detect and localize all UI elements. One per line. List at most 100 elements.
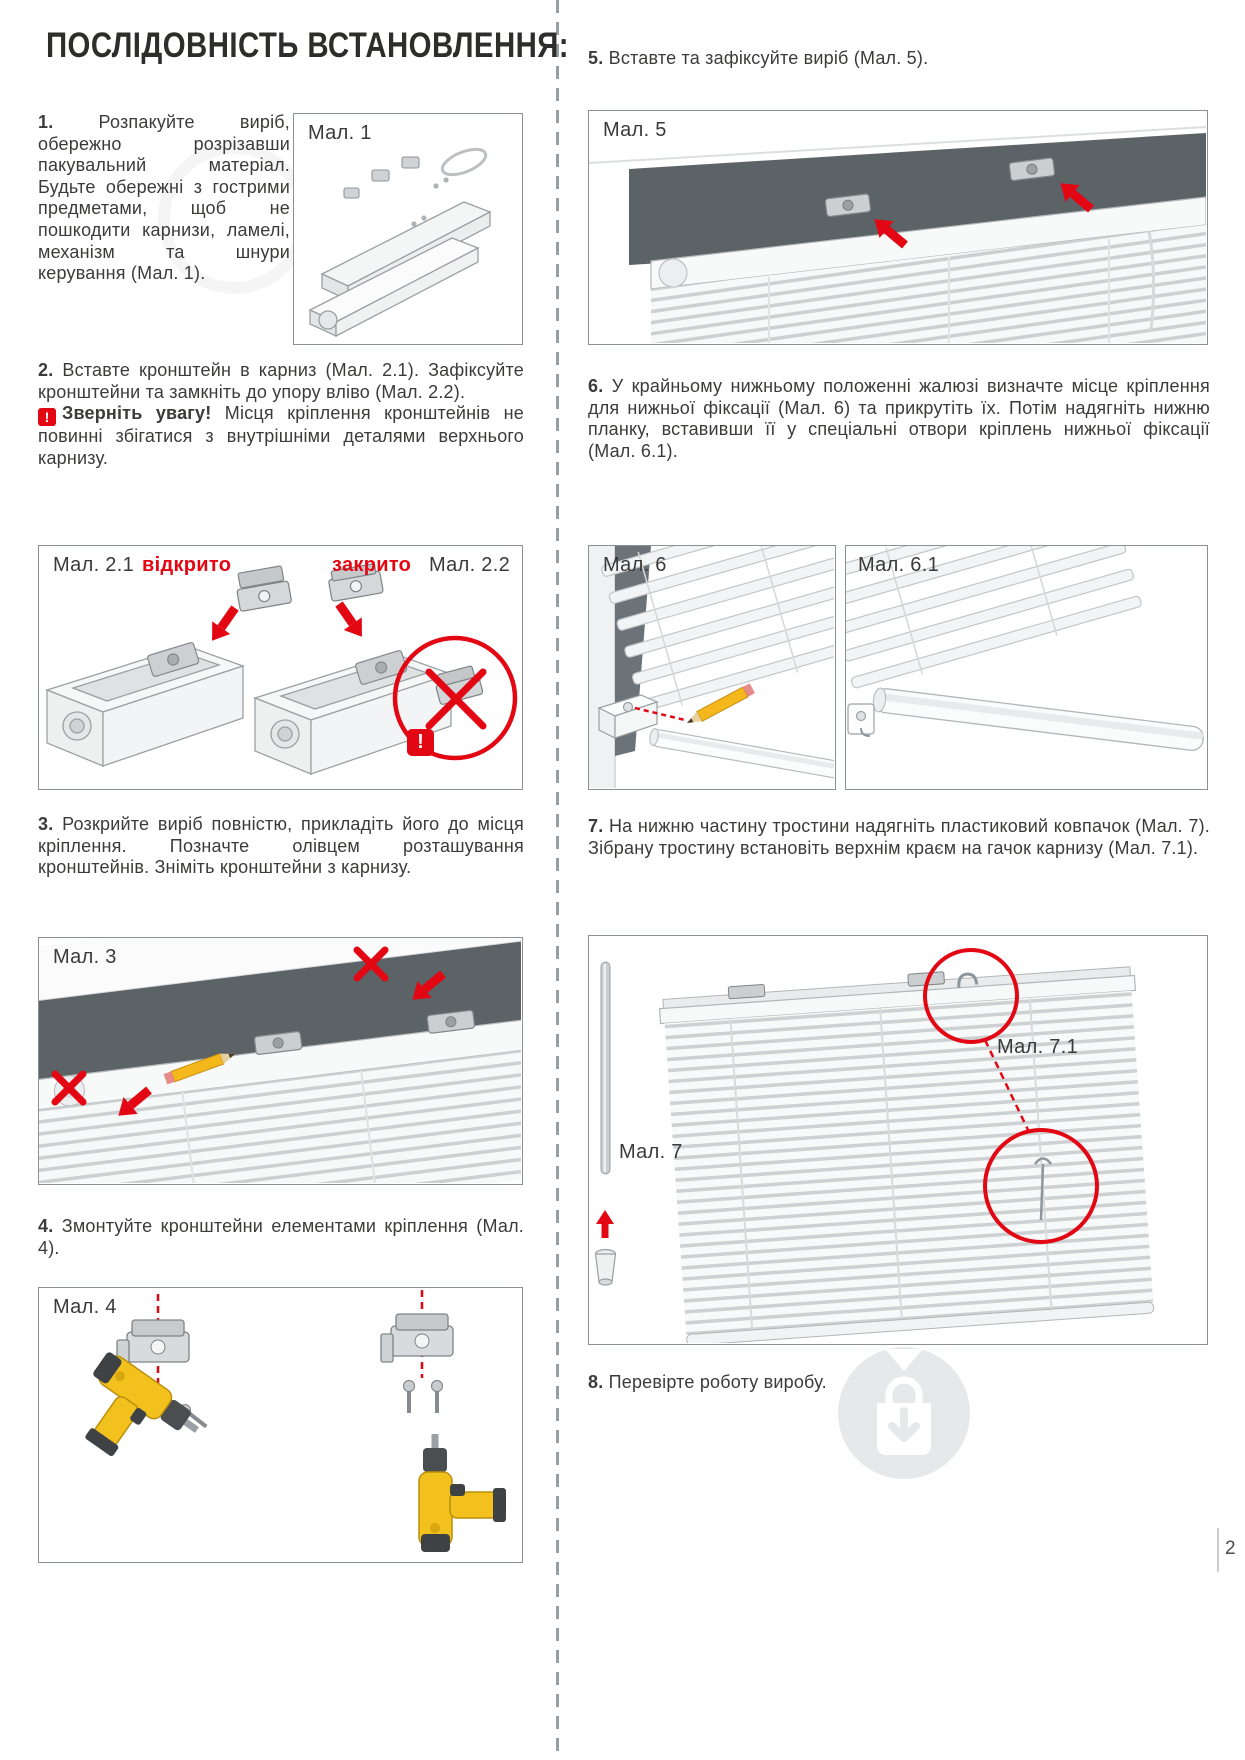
red-arrow-up-icon — [596, 1210, 614, 1238]
figure-3: Мал. 3 — [38, 937, 523, 1185]
step-6-number: 6. — [588, 376, 604, 396]
step-3-number: 3. — [38, 814, 54, 834]
red-arrow-icon — [1060, 183, 1094, 213]
plastic-cap-icon — [594, 1248, 617, 1286]
figure-1: Мал. 1 — [293, 113, 523, 345]
red-arrow-icon — [212, 605, 239, 641]
step-4-text: 4. Змонтуйте кронштейни елементами кріпл… — [38, 1216, 524, 1258]
bracket-icon — [116, 1319, 190, 1369]
step-7-number: 7. — [588, 816, 604, 836]
bottom-rail — [872, 687, 1204, 752]
warning-icon: ! — [38, 408, 56, 427]
slats — [664, 990, 1154, 1335]
red-arrow-icon — [412, 970, 446, 1000]
figure-3-illustration — [39, 938, 521, 1183]
hook-icon — [957, 972, 979, 988]
highlight-circle-hook — [923, 948, 1019, 1044]
column-divider — [556, 0, 559, 1760]
figure-7-label: Мал. 7 — [619, 1141, 683, 1163]
wand-icon — [600, 961, 611, 1175]
footer-divider — [1217, 1528, 1219, 1572]
figure-2-illustration — [45, 563, 518, 775]
drill-icon — [418, 1434, 506, 1552]
step-1-text: 1. Розпакуйте виріб, обережно розрізавши… — [38, 112, 290, 284]
blind — [658, 966, 1155, 1343]
figure-1-illustration — [308, 147, 492, 338]
figure-6-1-illustration — [846, 546, 1204, 752]
step-3-text: 3. Розкрийте виріб повністю, прикладіть … — [38, 814, 524, 878]
page-title: ПОСЛІДОВНІСТЬ ВСТАНОВЛЕННЯ: — [46, 26, 570, 65]
step-8-text: 8. Перевірте роботу виробу. — [588, 1372, 827, 1392]
page-number: 2 — [1225, 1538, 1236, 1559]
step-2-warning: !Зверніть увагу! Місця кріплення кронште… — [38, 403, 525, 468]
callout-dashed-line — [983, 1039, 1031, 1133]
cord — [1147, 230, 1156, 332]
rail-brackets — [253, 1009, 476, 1055]
head-rail — [650, 196, 1206, 290]
bracket-open-icon — [236, 565, 292, 612]
figure-2-2-label: Мал. 2.2 — [429, 554, 510, 576]
pencil-icon — [163, 1052, 235, 1085]
warning-badge-icon: ! — [407, 729, 434, 756]
figure-6-label: Мал. 6 — [603, 554, 667, 576]
fixation-bracket-icon — [847, 703, 875, 737]
red-cross-icon — [425, 668, 487, 730]
red-arrow-icon — [118, 1086, 152, 1116]
highlight-circle-wand — [983, 1128, 1099, 1244]
figure-2-open-label: відкрито — [142, 554, 232, 576]
bottom-rail — [649, 728, 834, 780]
screw-icon — [402, 1379, 416, 1413]
step-2-number: 2. — [38, 360, 54, 380]
marketplace-watermark-logo — [838, 1347, 970, 1479]
pencil-icon — [687, 683, 755, 723]
bracket-closed-icon — [328, 563, 384, 602]
step-8-number: 8. — [588, 1372, 604, 1392]
download-arrow-icon — [888, 1407, 920, 1442]
step-6-text: 6. У крайньому нижньому положенні жалюзі… — [588, 376, 1210, 461]
blind-against-wall — [39, 938, 521, 1183]
lower-rail — [308, 237, 480, 338]
figure-6-1: Мал. 6.1 — [845, 545, 1208, 790]
figure-3-label: Мал. 3 — [53, 946, 117, 968]
figure-7: Мал. 7 Мал. 7.1 — [588, 935, 1208, 1345]
bracket-icon — [380, 1313, 454, 1363]
red-cross-icon — [353, 946, 389, 982]
figure-7-1-label: Мал. 7.1 — [997, 1036, 1078, 1058]
wrong-position-icon — [392, 635, 518, 761]
figure-5-illustration — [589, 126, 1206, 343]
slats — [846, 546, 1142, 689]
red-arrow-icon — [335, 601, 362, 637]
figure-6-illustration — [589, 546, 834, 788]
figure-1-label: Мал. 1 — [308, 122, 372, 144]
drill-icon — [85, 1352, 200, 1457]
step-5-text: 5. Вставте та зафіксуйте виріб (Мал. 5). — [588, 48, 929, 68]
step-7-text: 7. На нижню частину тростини надягніть п… — [588, 816, 1210, 858]
figure-6: Мал. 6 — [588, 545, 836, 790]
step-5-number: 5. — [588, 48, 604, 68]
figure-5-label: Мал. 5 — [603, 119, 667, 141]
figure-2-1-label: Мал. 2.1 — [53, 554, 134, 576]
step-2-block: 2. Вставте кронштейн в карниз (Мал. 2.1)… — [38, 360, 524, 469]
screw-icon — [430, 1379, 444, 1413]
screws — [411, 177, 449, 227]
bottom-fix-bracket-icon — [597, 694, 659, 739]
small-brackets — [343, 156, 420, 199]
bracket-icon — [824, 157, 1056, 218]
step-4-number: 4. — [38, 1216, 54, 1236]
figure-4: Мал. 4 — [38, 1287, 523, 1563]
slats — [651, 225, 1206, 343]
figure-4-illustration — [85, 1290, 506, 1552]
red-arrow-icon — [874, 219, 908, 249]
step-2-text: 2. Вставте кронштейн в карниз (Мал. 2.1)… — [38, 360, 524, 402]
figure-6-1-label: Мал. 6.1 — [858, 554, 939, 576]
figure-4-label: Мал. 4 — [53, 1296, 117, 1318]
figure-5: Мал. 5 — [588, 110, 1208, 345]
cornice-open-state — [45, 642, 246, 767]
wand-hook-detail — [1033, 1157, 1053, 1221]
red-cross-icon — [51, 1070, 87, 1106]
cord-loop-icon — [440, 147, 488, 177]
step-1-number: 1. — [38, 112, 54, 132]
slats — [601, 546, 834, 712]
figure-2-closed-label: закрито — [332, 554, 412, 576]
